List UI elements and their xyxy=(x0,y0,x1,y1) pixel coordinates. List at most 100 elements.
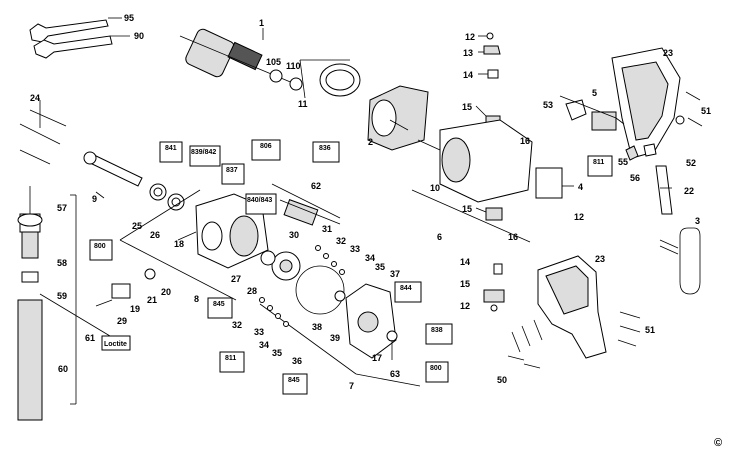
label-5: 5 xyxy=(592,88,597,98)
label-33a: 33 xyxy=(350,244,360,254)
label-13: 13 xyxy=(463,48,473,58)
brush-spring-15c xyxy=(483,289,505,303)
service-box-800a: 800 xyxy=(89,239,113,261)
screws-51a xyxy=(685,91,703,127)
handle-half-23b xyxy=(537,255,607,359)
screws-32-35 xyxy=(259,245,345,327)
label-25: 25 xyxy=(132,221,142,231)
label-22: 22 xyxy=(684,186,694,196)
service-box-800b: 800 xyxy=(425,361,449,383)
label-17: 17 xyxy=(372,353,382,363)
clamp-body-58 xyxy=(21,231,39,259)
service-box-845a: 845 xyxy=(207,297,233,319)
label-26: 26 xyxy=(150,230,160,240)
label-14a: 14 xyxy=(463,70,473,80)
motor-housing-10 xyxy=(439,119,533,203)
service-box-844-label: 844 xyxy=(400,285,412,292)
label-50: 50 xyxy=(497,375,507,385)
label-28: 28 xyxy=(247,286,257,296)
service-box-836-label: 836 xyxy=(319,145,331,152)
label-16a: 16 xyxy=(520,136,530,146)
label-31: 31 xyxy=(322,224,332,234)
label-4: 4 xyxy=(578,182,583,192)
lock-19 xyxy=(111,283,131,299)
service-box-837-label: 837 xyxy=(226,167,238,174)
label-12c: 12 xyxy=(460,301,470,311)
label-35a: 35 xyxy=(375,262,385,272)
service-box-844: 844 xyxy=(394,281,422,303)
field-stator-2 xyxy=(367,85,429,151)
service-box-800a-label: 800 xyxy=(94,243,106,250)
label-36: 36 xyxy=(292,356,302,366)
label-55: 55 xyxy=(618,157,628,167)
screw-12 xyxy=(486,32,494,40)
sleeve-22 xyxy=(655,165,673,215)
brush-14b xyxy=(493,263,503,275)
service-box-841a-label: 841 xyxy=(165,145,177,152)
service-box-800b-label: 800 xyxy=(430,365,442,372)
side-handle-60 xyxy=(17,299,43,421)
clip-56 xyxy=(643,143,657,157)
label-8: 8 xyxy=(194,294,199,304)
leader-lines xyxy=(95,35,672,360)
label-39: 39 xyxy=(330,333,340,343)
label-57: 57 xyxy=(57,203,67,213)
service-box-841a: 841 xyxy=(159,141,183,163)
label-32a: 32 xyxy=(336,236,346,246)
screw-52 xyxy=(675,115,685,125)
label-56: 56 xyxy=(630,173,640,183)
service-box-811b: 811 xyxy=(219,351,245,373)
label-12a: 12 xyxy=(465,32,475,42)
cable-3 xyxy=(679,227,701,295)
service-box-845b-label: 845 xyxy=(288,377,300,384)
service-box-845b: 845 xyxy=(282,373,308,395)
brush-holder-15b xyxy=(485,207,503,221)
label-1: 1 xyxy=(259,18,264,28)
wrench-90 xyxy=(33,35,113,59)
label-62: 62 xyxy=(311,181,321,191)
label-2: 2 xyxy=(368,137,373,147)
service-box-840-label: 840/843 xyxy=(247,197,272,204)
seal-63 xyxy=(386,330,398,342)
label-19: 19 xyxy=(130,304,140,314)
label-15b: 15 xyxy=(462,204,472,214)
loctite-label: Loctite xyxy=(104,341,127,348)
service-box-839: 839/842 xyxy=(189,145,221,167)
label-60: 60 xyxy=(58,364,68,374)
copyright-mark: © xyxy=(714,437,722,449)
label-58: 58 xyxy=(57,258,67,268)
label-51b: 51 xyxy=(645,325,655,335)
label-53: 53 xyxy=(543,100,553,110)
screw-12c xyxy=(490,304,498,312)
label-18: 18 xyxy=(174,239,184,249)
label-37: 37 xyxy=(390,269,400,279)
service-box-836: 836 xyxy=(312,141,340,163)
service-box-811a: 811 xyxy=(587,155,613,177)
wrench-95 xyxy=(29,19,109,43)
gear-cover-17 xyxy=(345,283,397,359)
bearing-38 xyxy=(334,290,346,302)
service-box-837: 837 xyxy=(221,163,245,185)
label-15a: 15 xyxy=(462,102,472,112)
label-52: 52 xyxy=(686,158,696,168)
label-110: 110 xyxy=(286,61,301,71)
service-box-839-label: 839/842 xyxy=(191,149,216,156)
spring-21 xyxy=(144,268,156,280)
label-20: 20 xyxy=(161,287,171,297)
label-105: 105 xyxy=(266,57,281,67)
service-box-840: 840/843 xyxy=(245,193,277,215)
service-box-806: 806 xyxy=(251,139,281,161)
switch-5 xyxy=(591,111,617,131)
loctite-box: Loctite xyxy=(101,335,131,351)
service-box-845a-label: 845 xyxy=(213,301,225,308)
service-box-811a-label: 811 xyxy=(593,159,604,166)
service-box-811b-label: 811 xyxy=(225,355,236,362)
label-63: 63 xyxy=(390,369,400,379)
label-7: 7 xyxy=(349,381,354,391)
label-95: 95 xyxy=(124,13,134,23)
label-3: 3 xyxy=(695,216,700,226)
label-35b: 35 xyxy=(272,348,282,358)
armature xyxy=(179,28,303,91)
